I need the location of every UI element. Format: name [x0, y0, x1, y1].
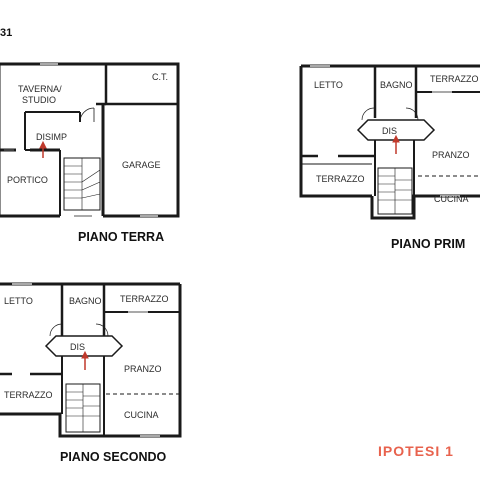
room-bagno-primo: BAGNO — [380, 80, 413, 90]
variant-label: IPOTESI 1 — [378, 443, 454, 459]
room-terrazzo-top-primo: TERRAZZO — [430, 74, 479, 84]
plan-piano-secondo — [0, 282, 182, 438]
room-cucina-primo: CUCINA — [434, 194, 469, 204]
plan-piano-primo — [299, 64, 480, 220]
plan-title-piano-terra: PIANO TERRA — [78, 230, 164, 244]
room-terrazzo-bottom-primo: TERRAZZO — [316, 174, 365, 184]
room-terrazzo-bottom-secondo: TERRAZZO — [4, 390, 53, 400]
room-pranzo-secondo: PRANZO — [124, 364, 162, 374]
room-cucina-secondo: CUCINA — [124, 410, 159, 420]
plan-piano-terra — [0, 62, 180, 218]
room-terrazzo-top-secondo: TERRAZZO — [120, 294, 169, 304]
room-pranzo-primo: PRANZO — [432, 150, 470, 160]
room-ct: C.T. — [152, 72, 168, 82]
room-letto-primo: LETTO — [314, 80, 343, 90]
room-dis-primo: DIS — [382, 126, 397, 136]
room-portico: PORTICO — [7, 175, 48, 185]
room-letto-secondo: LETTO — [4, 296, 33, 306]
plan-title-piano-primo: PIANO PRIM — [391, 237, 465, 251]
room-taverna-line1: TAVERNA/ — [18, 84, 62, 94]
room-garage: GARAGE — [122, 160, 161, 170]
room-disimp: DISIMP — [36, 132, 67, 142]
plan-title-piano-secondo: PIANO SECONDO — [60, 450, 167, 464]
room-bagno-secondo: BAGNO — [69, 296, 102, 306]
room-dis-secondo: DIS — [70, 342, 85, 352]
room-taverna-line2: STUDIO — [22, 95, 56, 105]
drawing-ref-number: 31 — [0, 27, 12, 39]
